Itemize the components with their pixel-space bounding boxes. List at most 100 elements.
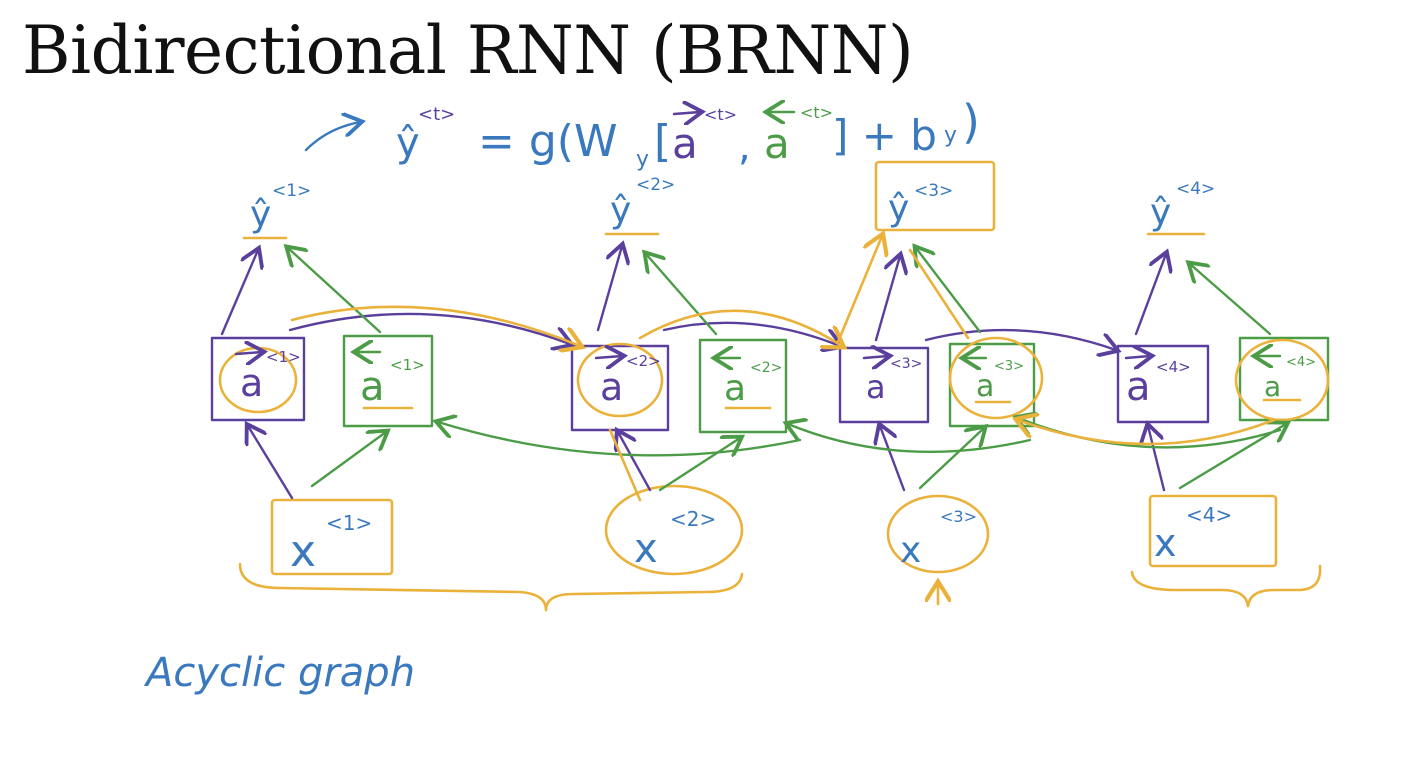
edge-x4-afwd4 (1148, 426, 1166, 492)
output-y3: ŷ <3> (874, 160, 996, 232)
y1-label: ŷ (250, 194, 271, 235)
y3-label: ŷ (888, 188, 909, 229)
formula-a-backward: a (764, 119, 790, 168)
edge-x2-abwd2 (658, 438, 740, 492)
edge-abwd3-abwd2 (788, 424, 1032, 454)
backward-activation-2: a <2> (698, 338, 788, 434)
forward-activation-1: a <1> (210, 336, 306, 422)
edge-abwd1-y1 (288, 248, 382, 334)
formula-lhs-sup: <t> (418, 104, 455, 125)
formula-bracket-open: [ (654, 116, 671, 167)
formula-by-sub: y (944, 123, 957, 148)
edge-x4-abwd4 (1178, 424, 1286, 490)
a-backward-3-label: a (976, 369, 994, 404)
x2-highlight (604, 484, 744, 576)
forward-connections (220, 246, 1166, 500)
x1-sup: <1> (326, 511, 372, 535)
input-x2: x <2> (604, 484, 744, 576)
output-formula: ŷ <t> = g(W y [ a <t> , a <t> ] + b y ) (304, 95, 980, 172)
x3-label: x (900, 530, 921, 571)
a-forward-4-sup: <4> (1156, 358, 1191, 376)
edge-afwd1-y1 (220, 250, 258, 336)
formula-comma: , (738, 124, 751, 170)
x4-label: x (1154, 521, 1177, 565)
x2-label: x (634, 526, 658, 572)
highlight-path-backward (1018, 420, 1276, 446)
edge-afwd3-y3 (874, 256, 900, 342)
a-forward-1-box (210, 336, 306, 422)
y4-label: ŷ (1150, 192, 1171, 233)
input-x3: x <3> (886, 494, 990, 574)
forward-activation-3: a <3> (838, 348, 930, 424)
slide-title: Bidirectional RNN (BRNN) (22, 12, 914, 89)
y2-label: ŷ (610, 190, 631, 231)
formula-a-forward-sup: <t> (704, 105, 737, 124)
formula-a-forward: a (672, 119, 698, 168)
a-forward-2-arrow (594, 356, 622, 358)
a-forward-2-sup: <2> (626, 352, 661, 370)
x3-sup: <3> (940, 507, 977, 526)
input-x1: x <1> (270, 498, 394, 577)
x1-highlight-box (270, 498, 394, 576)
output-y2: ŷ <2> (604, 175, 675, 236)
output-y4: ŷ <4> (1146, 179, 1215, 236)
forward-activation-2: a <2> (570, 342, 670, 432)
formula-g-wy: = g(W (478, 116, 617, 167)
formula-a-forward-arrow (672, 112, 700, 114)
y3-sup: <3> (914, 181, 953, 201)
edge-x3-afwd3 (880, 426, 906, 492)
edge-afwd2-y2 (596, 246, 622, 332)
input-x4: x <4> (1148, 494, 1278, 568)
x1-label: x (290, 526, 316, 577)
a-backward-1-label: a (360, 364, 385, 410)
edge-abwd3-y3 (916, 248, 982, 334)
backward-activation-3: a <3> (948, 336, 1044, 428)
forward-activation-4: a <4> (1116, 346, 1210, 424)
highlight-path-forward-b (638, 309, 842, 346)
a-forward-2-label: a (600, 365, 623, 409)
edge-abwd4-y4 (1190, 264, 1272, 336)
y3-highlight-box (874, 160, 996, 232)
highlight-path-forward-a (290, 305, 580, 346)
edge-afwd1-afwd2 (288, 312, 570, 344)
a-forward-1-arrow (234, 352, 262, 354)
output-y1: ŷ <1> (242, 181, 311, 240)
x2-sup: <2> (670, 507, 716, 531)
edge-x3-abwd3 (918, 428, 984, 490)
a-backward-4-label: a (1264, 370, 1281, 403)
a-forward-1-label: a (240, 361, 263, 405)
edge-x2-afwd2 (618, 432, 652, 492)
edge-abwd2-y2 (646, 254, 718, 336)
x4-sup: <4> (1186, 503, 1232, 527)
acyclic-graph-note: Acyclic graph (143, 650, 415, 696)
edge-afwd3-afwd4 (924, 328, 1116, 350)
y4-sup: <4> (1176, 179, 1215, 199)
highlight-paths (290, 236, 1276, 606)
edge-afwd4-y4 (1134, 254, 1166, 336)
edge-afwd2-afwd3 (662, 321, 840, 346)
a-backward-3-sup: <3> (994, 359, 1024, 374)
backward-activation-1: a <1> (342, 334, 434, 428)
x4-highlight-box (1148, 494, 1278, 568)
a-backward-2-box (698, 338, 788, 434)
y1-sup: <1> (272, 181, 311, 201)
formula-wy-sub: y (636, 147, 649, 172)
x3-highlight (886, 494, 990, 574)
y2-sup: <2> (636, 175, 675, 195)
a-forward-3-label: a (866, 368, 886, 406)
a-backward-1-box (342, 334, 434, 428)
edge-x1-abwd1 (310, 432, 386, 488)
highlight-path-x2-afwd2 (608, 428, 642, 502)
a-backward-2-label: a (724, 368, 746, 409)
highlight-path-abwd3-y3 (908, 248, 970, 340)
brace-left (238, 562, 744, 612)
backward-activation-4: a <4> (1234, 336, 1330, 422)
braces (238, 562, 1322, 612)
formula-pointer-arrow (304, 122, 360, 152)
a-backward-4-highlight (1234, 338, 1330, 422)
formula-bias: ] + b (832, 111, 937, 160)
formula-close-paren: ) (962, 95, 980, 149)
edge-x1-afwd1 (248, 426, 294, 500)
